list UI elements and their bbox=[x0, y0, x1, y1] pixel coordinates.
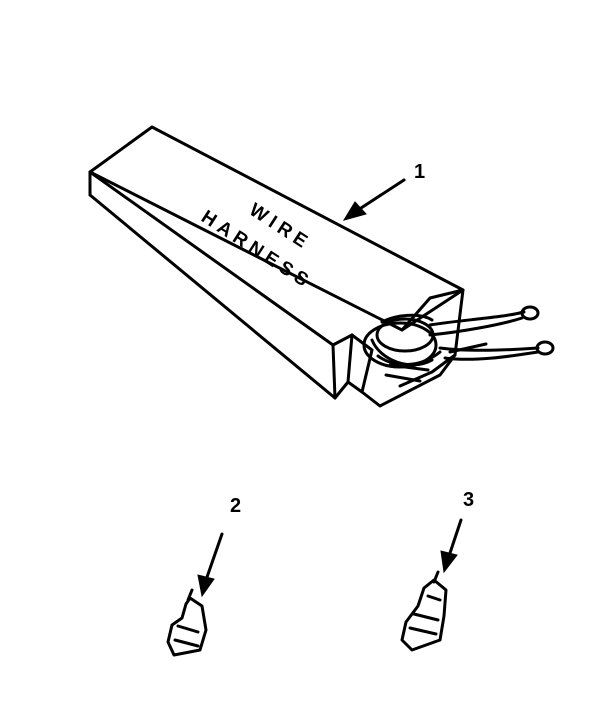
arrowhead bbox=[342, 201, 367, 221]
wire-harness-box: WIRE HARNESS bbox=[88, 125, 555, 408]
callout-3-label: 3 bbox=[463, 489, 474, 511]
terminal-clip bbox=[166, 588, 208, 657]
callout-2: 2 bbox=[197, 495, 241, 598]
arrowhead bbox=[440, 550, 458, 574]
callout-1: 1 bbox=[342, 161, 425, 221]
callout-3: 3 bbox=[440, 489, 474, 574]
callout-1-label: 1 bbox=[414, 161, 425, 183]
callout-2-label: 2 bbox=[230, 495, 241, 517]
terminal-clip bbox=[400, 570, 448, 652]
arrowhead bbox=[197, 574, 215, 598]
